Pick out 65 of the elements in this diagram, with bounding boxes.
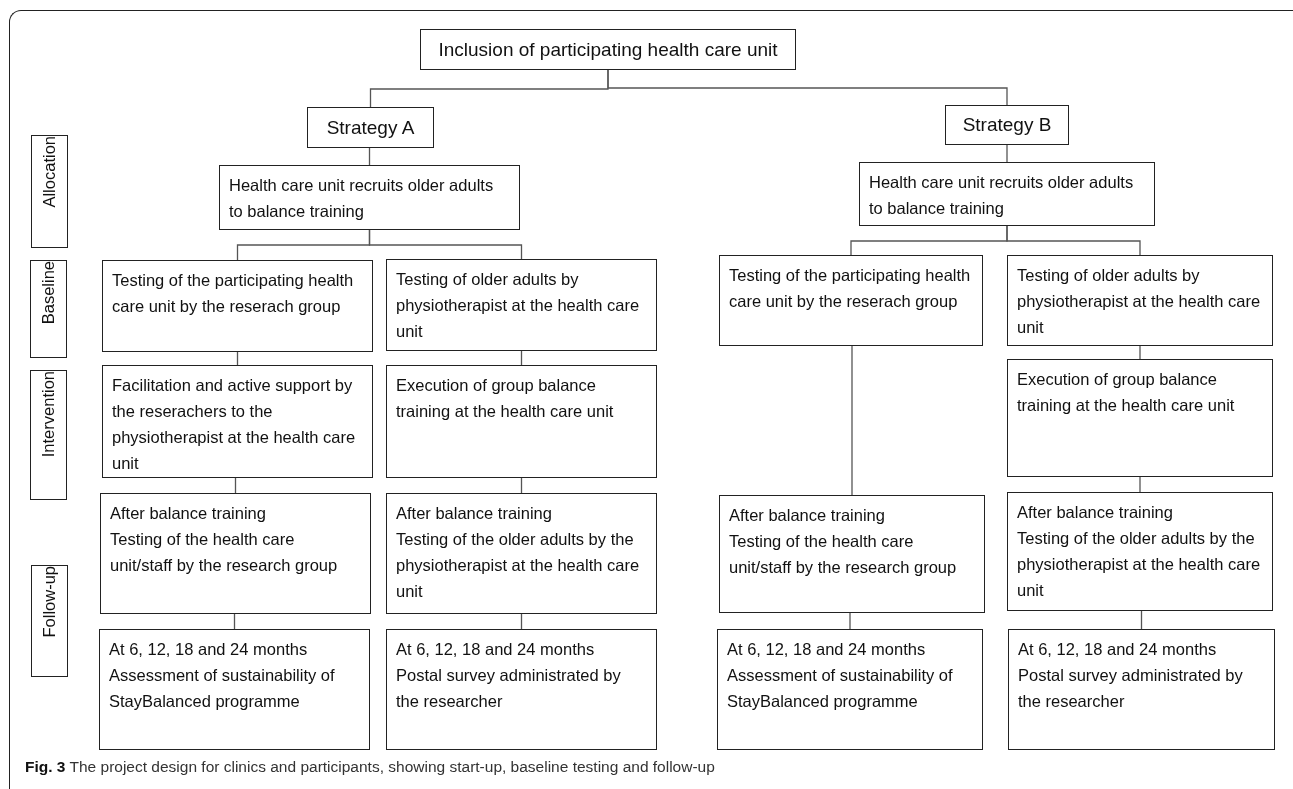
box-text: Testing of the participating health care unit by the reserach group bbox=[112, 270, 355, 317]
connector-line bbox=[1139, 345, 1141, 360]
process-box bbox=[100, 493, 371, 614]
box-text: After balance training bbox=[110, 503, 266, 524]
phase-label-box bbox=[30, 260, 67, 358]
process-box bbox=[102, 365, 373, 478]
process-box bbox=[717, 629, 983, 750]
figure-caption: Fig. 3 The project design for clinics and participants, showing start-up, baseline testing and follow-up bbox=[25, 758, 715, 776]
box-text: Testing of the older adults by the physiotherapist at the health care unit bbox=[1017, 528, 1262, 601]
process-box bbox=[99, 629, 370, 750]
process-box bbox=[386, 629, 657, 750]
heading-box bbox=[945, 105, 1069, 145]
phase-label: Intervention bbox=[40, 371, 57, 458]
box-text: Inclusion of participating health care unit bbox=[438, 37, 778, 62]
process-box bbox=[719, 255, 983, 346]
phase-label: Follow-up bbox=[41, 566, 58, 638]
connector-line bbox=[849, 612, 851, 630]
box-text: After balance training bbox=[1017, 502, 1173, 523]
phase-label-box bbox=[30, 370, 67, 500]
process-box bbox=[1007, 492, 1273, 611]
box-text: Strategy A bbox=[326, 115, 415, 140]
phase-label-box bbox=[31, 135, 68, 248]
process-box bbox=[386, 259, 657, 351]
phase-label: Baseline bbox=[40, 261, 57, 325]
box-text: After balance training bbox=[396, 503, 552, 524]
box-text: Testing of older adults by physiotherapist at the health care unit bbox=[396, 269, 641, 342]
phase-label: Allocation bbox=[41, 136, 58, 208]
box-text: Execution of group balance training at the health care unit bbox=[396, 375, 615, 422]
heading-box bbox=[307, 107, 434, 148]
box-text: Assessment of sustainability of StayBalanced programme bbox=[109, 665, 336, 712]
box-text: Strategy B bbox=[962, 113, 1052, 137]
process-box bbox=[219, 165, 520, 230]
box-text: At 6, 12, 18 and 24 months bbox=[396, 639, 595, 660]
process-box bbox=[1008, 629, 1275, 750]
connector-line bbox=[1006, 225, 1141, 256]
box-text: Testing of the health care unit/staff by the research group bbox=[110, 529, 339, 576]
box-text: Facilitation and active support by the reserachers to the physiotherapist at the health care unit bbox=[112, 375, 357, 474]
connector-line bbox=[1139, 476, 1141, 493]
box-text: Testing of older adults by physiotherapist at the health care unit bbox=[1017, 265, 1262, 338]
process-box bbox=[1007, 359, 1273, 477]
process-box bbox=[1007, 255, 1273, 346]
box-text: Execution of group balance training at the health care unit bbox=[1017, 369, 1236, 416]
phase-label-box bbox=[31, 565, 68, 677]
process-box bbox=[102, 260, 373, 352]
heading-box bbox=[420, 29, 796, 70]
box-text: Postal survey administrated by the researcher bbox=[1018, 665, 1244, 712]
process-box bbox=[386, 493, 657, 614]
box-text: At 6, 12, 18 and 24 months bbox=[109, 639, 308, 660]
connector-line bbox=[368, 229, 523, 260]
box-text: Assessment of sustainability of StayBalanced programme bbox=[727, 665, 954, 712]
process-box bbox=[859, 162, 1155, 226]
connector-line bbox=[851, 345, 853, 496]
connector-line bbox=[607, 69, 1008, 106]
box-text: After balance training bbox=[729, 505, 885, 526]
box-text: At 6, 12, 18 and 24 months bbox=[1018, 639, 1217, 660]
box-text: Postal survey administrated by the researcher bbox=[396, 665, 622, 712]
process-box bbox=[386, 365, 657, 478]
box-text: Testing of the older adults by the physiotherapist at the health care unit bbox=[396, 529, 641, 602]
process-box bbox=[719, 495, 985, 613]
box-text: Testing of the participating health care unit by the reserach group bbox=[729, 265, 972, 312]
box-text: Testing of the health care unit/staff by the research group bbox=[729, 531, 958, 578]
box-text: At 6, 12, 18 and 24 months bbox=[727, 639, 926, 660]
box-text: Health care unit recruits older adults to balance training bbox=[869, 172, 1135, 219]
connector-line bbox=[1006, 144, 1008, 163]
box-text: Health care unit recruits older adults to balance training bbox=[229, 175, 495, 222]
